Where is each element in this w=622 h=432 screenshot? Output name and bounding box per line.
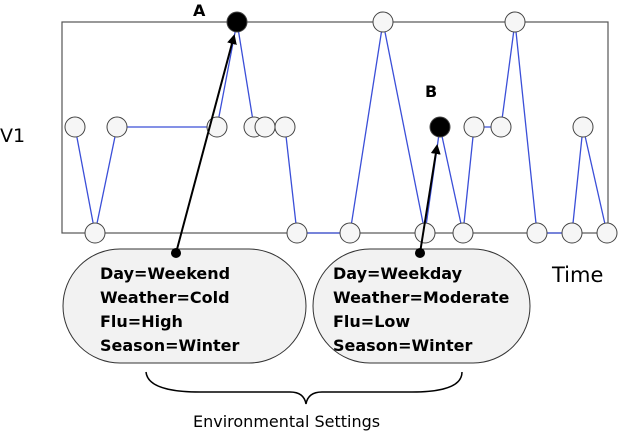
arrow-a — [175, 34, 237, 254]
series-point — [339, 222, 361, 244]
highlighted-point — [226, 11, 248, 33]
arrow-b-origin — [415, 248, 425, 258]
series-point — [526, 222, 548, 244]
series-point — [463, 116, 485, 138]
series-point — [372, 11, 394, 33]
series-point — [504, 11, 526, 33]
setting-b-weather: Weather=Moderate — [333, 288, 509, 307]
series-point — [572, 116, 594, 138]
setting-a-bubble — [62, 248, 307, 364]
series-line — [74, 21, 608, 234]
marker-b-label: B — [425, 82, 437, 101]
setting-b-day: Day=Weekday — [333, 264, 463, 283]
settings-brace — [145, 371, 463, 405]
setting-a-weather: Weather=Cold — [100, 288, 230, 307]
arrow-b — [419, 144, 441, 254]
series-point — [254, 116, 276, 138]
setting-b-season: Season=Winter — [333, 336, 473, 355]
y-axis-label: V1 — [0, 125, 25, 147]
setting-a-day: Day=Weekend — [100, 264, 230, 283]
x-axis-label: Time — [551, 263, 603, 287]
setting-a-flu: Flu=High — [100, 312, 183, 331]
series-point — [106, 116, 128, 138]
setting-b-flu: Flu=Low — [333, 312, 410, 331]
series-point — [84, 222, 106, 244]
group-caption: Environmental Settings — [193, 412, 380, 431]
series-point — [452, 222, 474, 244]
series-point — [274, 116, 296, 138]
marker-a-label: A — [193, 1, 206, 20]
time-series — [64, 11, 618, 244]
arrow-a-origin — [171, 248, 181, 258]
series-point — [490, 116, 512, 138]
series-point — [286, 222, 308, 244]
series-point — [64, 116, 86, 138]
series-point — [596, 222, 618, 244]
highlighted-point — [429, 116, 451, 138]
setting-a-season: Season=Winter — [100, 336, 240, 355]
series-point — [561, 222, 583, 244]
